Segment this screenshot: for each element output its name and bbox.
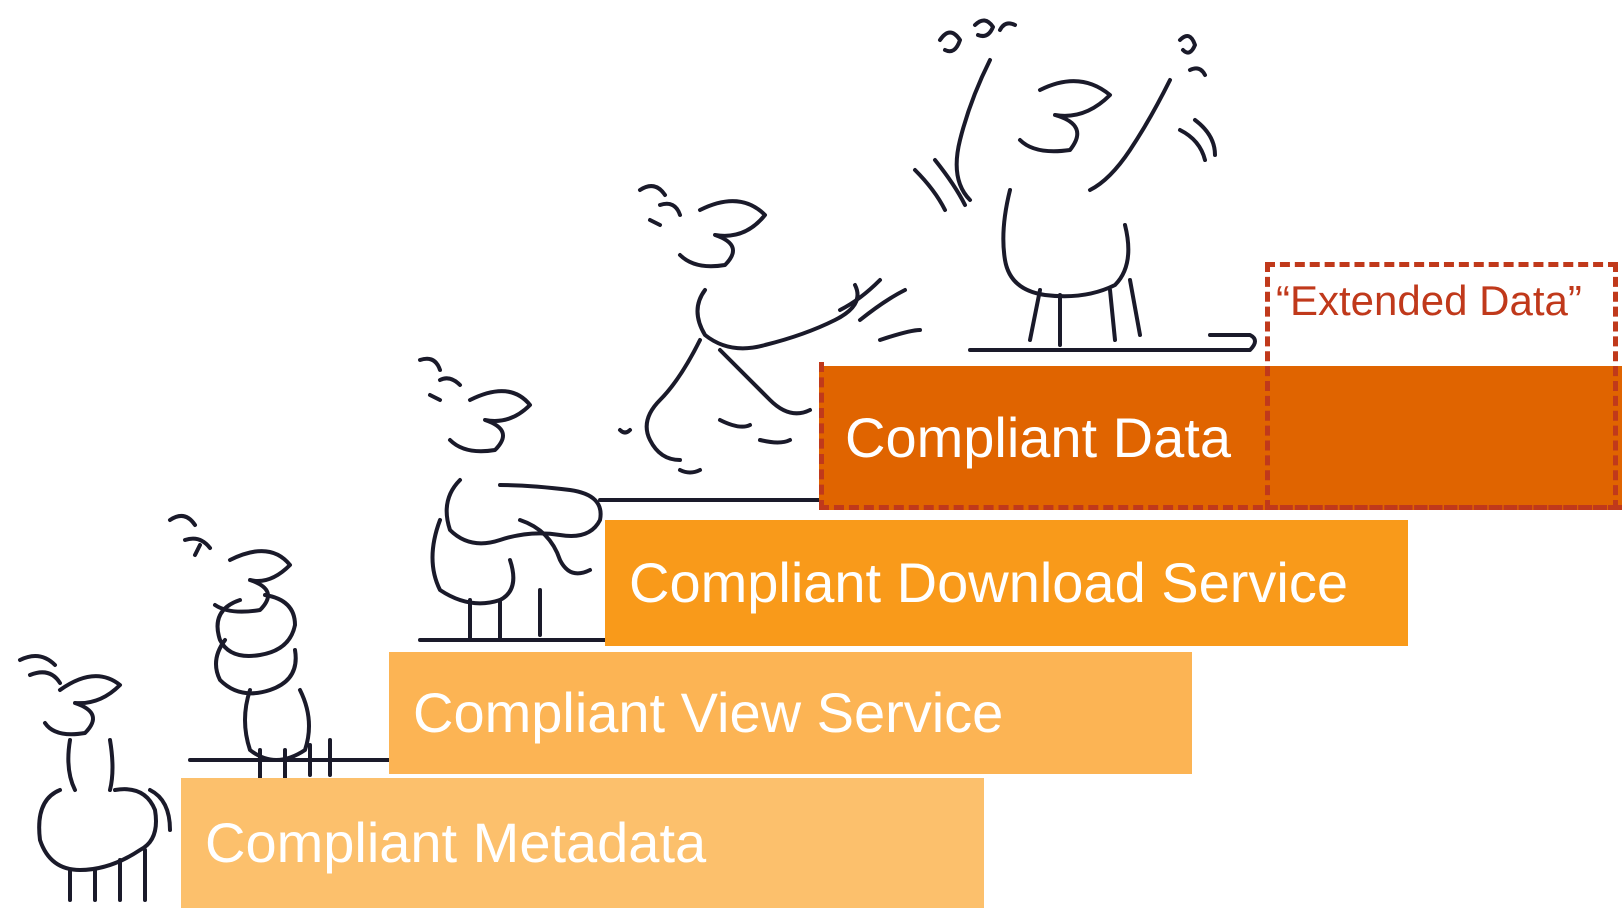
figure-3-sketch — [418, 356, 822, 642]
step-compliant-download-service: Compliant Download Service — [605, 520, 1408, 646]
step-label-compliant-download-service: Compliant Download Service — [629, 551, 1349, 614]
extended-data-label: “Extended Data” — [1276, 277, 1582, 325]
step-compliant-view-service: Compliant View Service — [389, 652, 1192, 774]
step-compliant-data: Compliant Data — [819, 366, 1622, 510]
figure-5-sketch — [913, 18, 1257, 352]
step-label-compliant-metadata: Compliant Metadata — [205, 811, 707, 874]
figure-4-sketch — [618, 184, 922, 475]
figure-2-sketch — [168, 514, 392, 782]
figure-1-sketch — [18, 654, 172, 902]
step-label-compliant-view-service: Compliant View Service — [413, 681, 1004, 744]
step-label-compliant-data: Compliant Data — [845, 406, 1231, 469]
step-compliant-metadata: Compliant Metadata — [181, 778, 984, 908]
